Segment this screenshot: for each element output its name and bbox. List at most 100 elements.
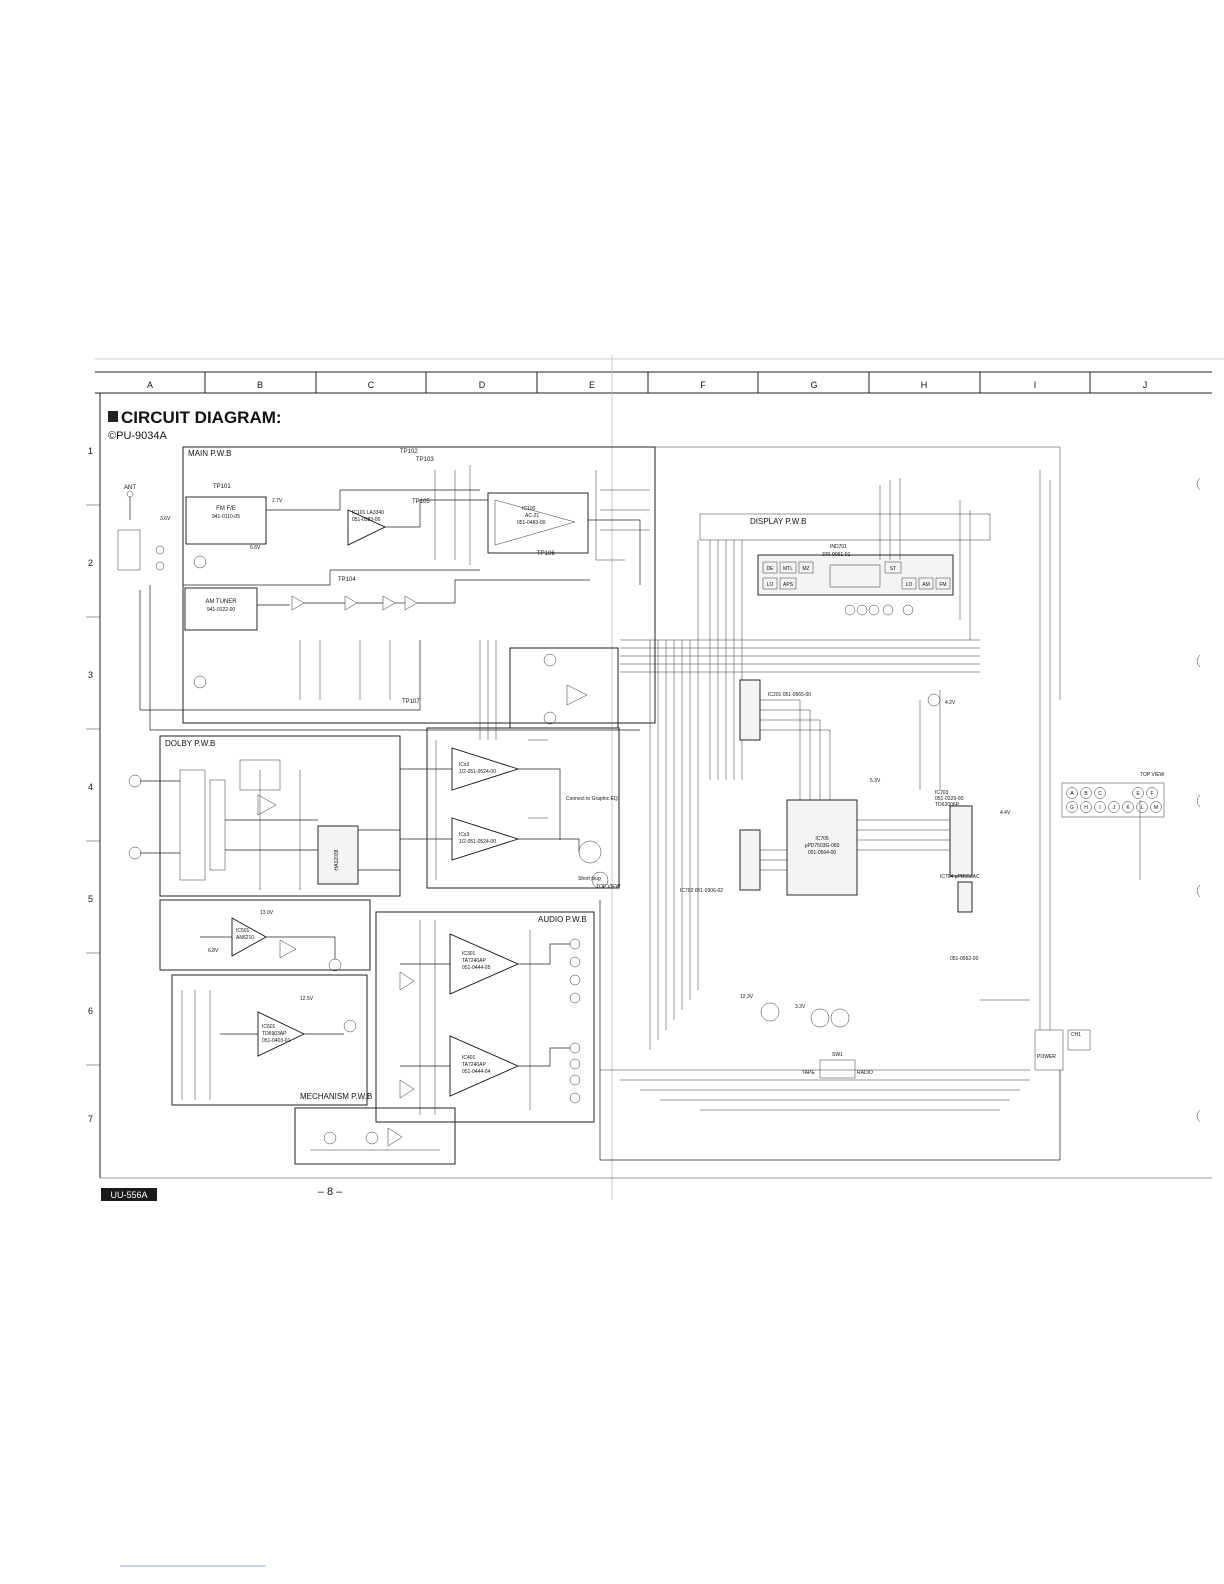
- connector-label-e: E: [1136, 791, 1140, 797]
- top-view-label-eq: TOP VIEW: [596, 884, 621, 890]
- ic601-name: IC601: [262, 1024, 276, 1030]
- ic601-model: TD6903AP: [262, 1031, 287, 1037]
- fm-frontend-block: [185, 496, 267, 545]
- connector-b: [1080, 787, 1092, 799]
- ic705-part: 051-0564-00: [808, 850, 837, 856]
- ruler-row-5: 5: [88, 894, 93, 904]
- terminal-c[interactable]: [569, 956, 581, 968]
- vfd-key-de: DE: [767, 566, 775, 572]
- vfd-key-fm: FM: [939, 582, 946, 588]
- ruler-col-h: H: [921, 380, 928, 390]
- voltage-logic: 4.2V: [945, 700, 956, 706]
- connector-label-h: H: [1084, 805, 1088, 811]
- input-jack-l[interactable]: [128, 774, 142, 788]
- ruler-col-e: E: [589, 380, 595, 390]
- ch1-connector[interactable]: [1067, 1029, 1091, 1051]
- tape-label: TAPE: [802, 1070, 815, 1076]
- ch1-label: CH1: [1071, 1032, 1081, 1038]
- tp103-label: TP103: [416, 457, 434, 463]
- ic703-name: IC703: [935, 790, 949, 796]
- connector-label-a: A: [1070, 791, 1074, 797]
- voltage-ic501-2: 6.8V: [208, 948, 219, 954]
- ruler-col-c: C: [368, 380, 375, 390]
- ic501-name: IC501: [236, 928, 250, 934]
- ic704-label: IC704 μPB553AC: [940, 874, 980, 880]
- ic101-amp-symbol: [347, 509, 387, 546]
- vfd-key-lo: LO: [767, 582, 774, 588]
- vfd-key-st: ST: [890, 566, 896, 572]
- ic501-model: AN6210: [236, 935, 254, 941]
- connector-e: [1132, 787, 1144, 799]
- main-pwb-section: MAIN P.W.B ANT FM F/E 941-0110-05 TP101 …: [117, 446, 656, 731]
- ruler-row-4: 4: [88, 782, 93, 792]
- voltage-logic-3: 5.3V: [870, 778, 881, 784]
- connector-c: [1094, 787, 1106, 799]
- ic401-name: IC401: [462, 1055, 476, 1061]
- tp107-label: TP107: [402, 699, 420, 705]
- top-view-label: TOP VIEW: [1140, 772, 1165, 778]
- audio-pwb-section: AUDIO P.W.B IC301 TA7240AP 051-0444-05 I…: [375, 911, 595, 1123]
- terminal-j[interactable]: [569, 1074, 581, 1086]
- short-plug-socket[interactable]: [591, 871, 609, 889]
- voltage-ic601: 12.5V: [300, 996, 314, 1002]
- connector-label-f: F: [1150, 791, 1153, 797]
- ic401-model: TA7240AP: [462, 1062, 486, 1068]
- voltage-logic-2: 4.4V: [1000, 810, 1011, 816]
- ic2-dolby-chip: [317, 825, 359, 885]
- terminal-d[interactable]: [569, 974, 581, 986]
- page-number: – 8 –: [318, 1186, 343, 1198]
- ic100-sub: AC-21: [525, 513, 539, 519]
- ics3-upper-part: 1/2-051-0524-00: [459, 769, 496, 775]
- q102-transistor: [193, 675, 207, 689]
- mechanism-pwb-section: MECHANISM P.W.B: [294, 1092, 456, 1165]
- vfd-display: [757, 554, 954, 596]
- ic703-model: TD62006P: [935, 802, 960, 808]
- ic601-part: 051-0403-01: [262, 1038, 291, 1044]
- terminal-i[interactable]: [569, 1058, 581, 1070]
- ic100-part: 051-0483-00: [517, 520, 546, 526]
- ic705-microcontroller: [786, 799, 858, 896]
- am-tuner-name: AM TUNER: [205, 599, 237, 605]
- ruler-col-j: J: [1143, 380, 1148, 390]
- ics3-lower-name: ICs3: [459, 832, 470, 838]
- ic101-part: 051-0383-00: [352, 517, 381, 523]
- din-connector[interactable]: [578, 840, 602, 864]
- ruler-col-b: B: [257, 380, 263, 390]
- logic-section: IC201 051-0565-00 IC702 051-0306-02 IC70…: [620, 540, 1011, 1050]
- display-pwb-section: DISPLAY P.W.B IND701 370-0061-01 DE MTL …: [699, 478, 991, 780]
- terminal-a[interactable]: [569, 992, 581, 1004]
- ruler-row-7: 7: [88, 1114, 93, 1124]
- vfd-key-aps: APS: [783, 582, 794, 588]
- tp105-label: TP105: [412, 499, 430, 505]
- ant-label: ANT: [124, 485, 136, 491]
- power-switch[interactable]: [1034, 1029, 1064, 1071]
- vfd-key-lo-2: LO: [906, 582, 913, 588]
- connector-label-g: G: [1070, 805, 1074, 811]
- ic705-sub-label: 051-0562-00: [950, 956, 979, 962]
- diagram-title: CIRCUIT DIAGRAM:: [121, 408, 282, 427]
- connect-eq-label: Connect to Graphic EQ.: [566, 796, 619, 802]
- sw1-label: SW1: [832, 1052, 843, 1058]
- ruler-col-a: A: [147, 380, 153, 390]
- fm-fe-part: 941-0110-05: [212, 514, 240, 520]
- connector-label-j: J: [1113, 805, 1116, 811]
- ruler-row-1: 1: [88, 446, 93, 456]
- main-pwb-label: MAIN P.W.B: [188, 449, 231, 458]
- ruler-col-d: D: [479, 380, 486, 390]
- tp101-label: TP101: [213, 484, 231, 490]
- terminal-h[interactable]: [569, 1042, 581, 1054]
- terminal-g[interactable]: [569, 1092, 581, 1104]
- terminal-b[interactable]: [569, 938, 581, 950]
- model-code: UU-556A: [110, 1190, 147, 1200]
- connector-label-l: L: [1141, 805, 1144, 811]
- input-jack-r[interactable]: [128, 846, 142, 860]
- power-section: 12.3V 3.3V SW1 TAPE RADIO POWER CH1: [599, 470, 1141, 1161]
- selector-switch-sw1[interactable]: [819, 1059, 856, 1079]
- connector-k: [1122, 801, 1134, 813]
- connector-f: [1146, 787, 1158, 799]
- audio-pwb-label: AUDIO P.W.B: [538, 915, 587, 924]
- display-pwb-label: DISPLAY P.W.B: [750, 517, 806, 526]
- ic301-name: IC301: [462, 951, 476, 957]
- board-code: ©PU-9034A: [108, 430, 168, 442]
- am-tuner-part: 941-0122-00: [207, 607, 236, 613]
